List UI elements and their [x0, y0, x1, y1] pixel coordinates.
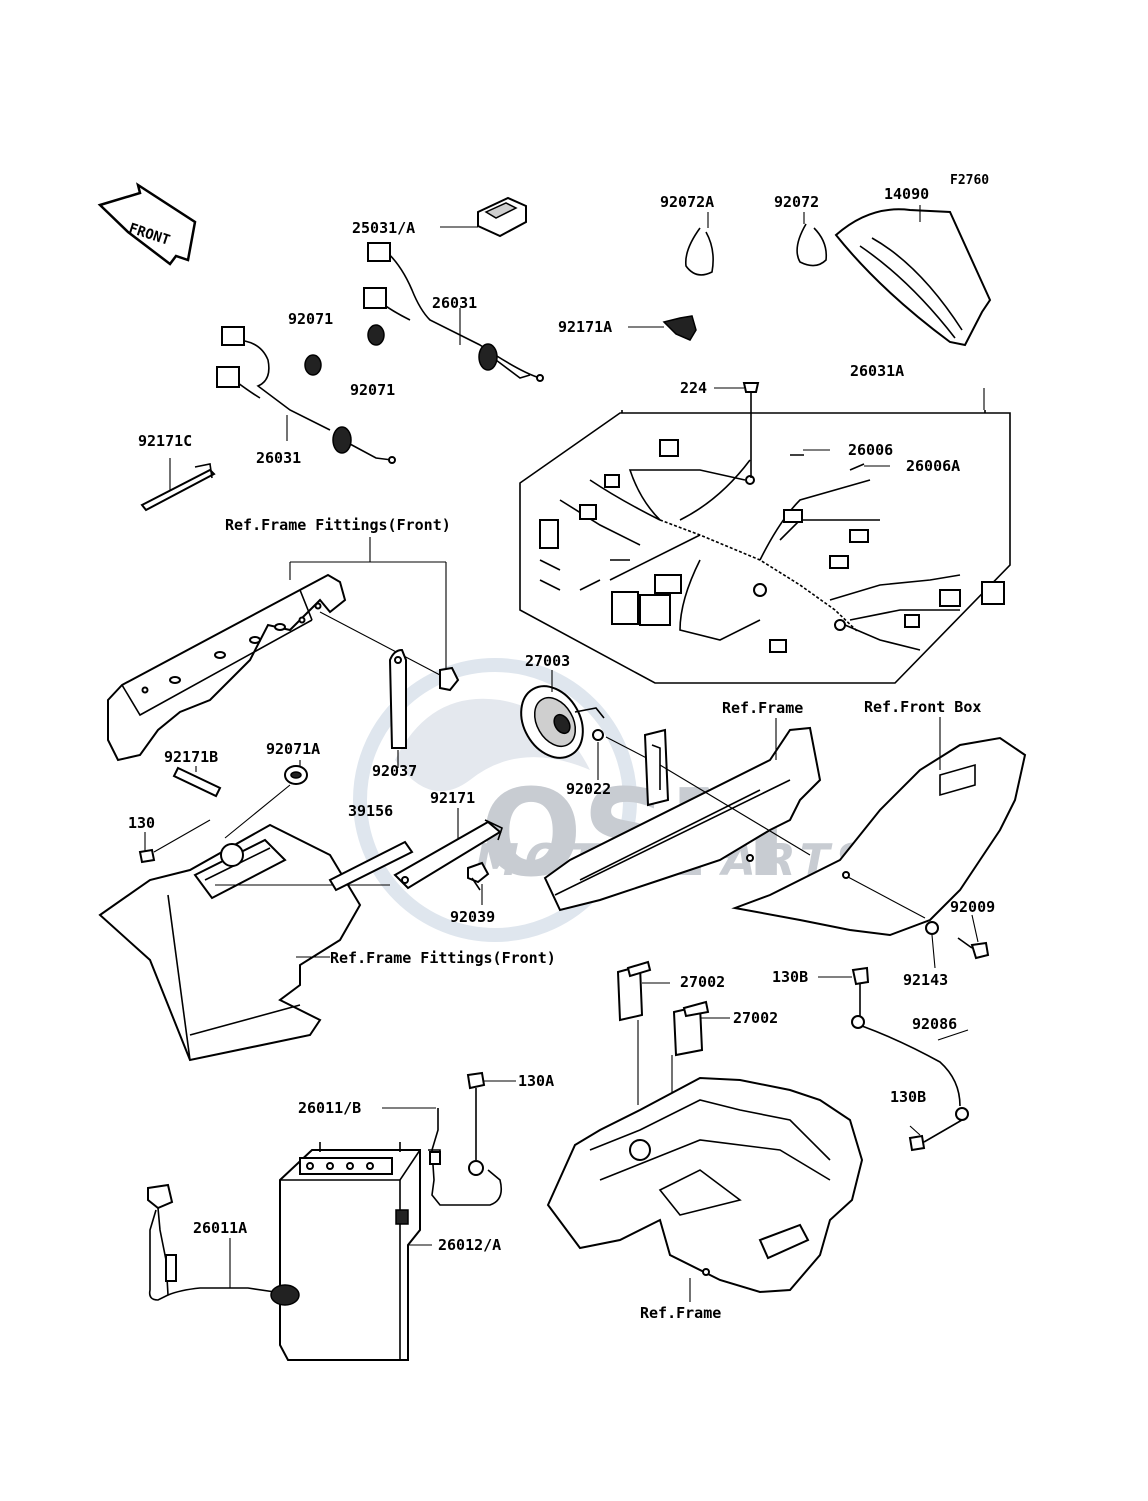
label-92071-upper: 92071 [288, 310, 333, 328]
clip-92039 [467, 861, 490, 891]
label-224: 224 [680, 379, 707, 397]
frame-fittings-lower [98, 823, 390, 1062]
label-27003: 27003 [525, 652, 570, 670]
bolt-92009 [925, 921, 990, 960]
grommet-92071A [224, 765, 308, 839]
clip-top [439, 666, 460, 692]
relays-27002 [616, 960, 710, 1105]
bands [684, 223, 828, 276]
label-130: 130 [128, 814, 155, 832]
label-92009: 92009 [950, 898, 995, 916]
label-ref-frame-fittings-front-upper: Ref.Frame Fittings(Front) [225, 516, 451, 534]
label-26006A: 26006A [906, 457, 960, 475]
frame-lower [546, 1076, 864, 1294]
front-box [731, 736, 1027, 937]
label-39156: 39156 [348, 802, 393, 820]
leader-lines [144, 205, 985, 1302]
label-92171A: 92171A [558, 318, 612, 336]
label-92039: 92039 [450, 908, 495, 926]
main-harness-box [519, 410, 1011, 684]
label-92171: 92171 [430, 789, 475, 807]
label-130A: 130A [518, 1072, 554, 1090]
label-92171C: 92171C [138, 432, 192, 450]
label-26031-lower: 26031 [256, 449, 301, 467]
front-arrow: FRONT [97, 182, 197, 266]
label-92143: 92143 [903, 971, 948, 989]
label-92037: 92037 [372, 762, 417, 780]
label-26031A: 26031A [850, 362, 904, 380]
cable-26011A [147, 1183, 300, 1306]
label-92071A: 92071A [266, 740, 320, 758]
label-ref-frame-lower: Ref.Frame [640, 1304, 721, 1322]
label-27002-upper: 27002 [680, 973, 725, 991]
diagram-code: F2760 [950, 173, 989, 188]
label-26012-A: 26012/A [438, 1236, 501, 1254]
battery [279, 1142, 432, 1361]
label-92022: 92022 [566, 780, 611, 798]
label-ref-front-box: Ref.Front Box [864, 698, 981, 716]
label-26006: 26006 [848, 441, 893, 459]
strap-92037 [388, 648, 407, 749]
cable-92086 [851, 966, 969, 1152]
frame-fittings-upper [107, 573, 441, 762]
label-92072A: 92072A [660, 193, 714, 211]
label-130B-upper: 130B [772, 968, 808, 986]
clip-92171A [662, 315, 697, 341]
part-labels: 25031/A 26031 26031 92071 92071 92171C 9… [128, 185, 995, 1322]
label-26011-B: 26011/B [298, 1099, 361, 1117]
clamp-92171C [140, 463, 216, 512]
label-25031-A: 25031/A [352, 219, 415, 237]
grommets-92071 [304, 324, 385, 376]
cable-26011B [428, 1108, 503, 1206]
horn-27003 [520, 685, 661, 766]
label-92071-lower: 92071 [350, 381, 395, 399]
frame-center [543, 726, 822, 912]
sub-harness-left [216, 326, 396, 464]
label-92171B [172, 766, 222, 798]
plate-39156 [328, 840, 414, 892]
bolt-130A [466, 1071, 486, 1160]
sub-harness-upper [363, 196, 544, 382]
bracket-92171 [393, 819, 503, 890]
horn-bracket [643, 728, 670, 807]
bolt-130 [138, 819, 211, 864]
label-26011A: 26011A [193, 1219, 247, 1237]
label-ref-frame-center: Ref.Frame [722, 699, 803, 717]
bolt-224 [742, 382, 760, 478]
label-ref-frame-fittings-front-lower: Ref.Frame Fittings(Front) [330, 949, 556, 967]
label-92171B: 92171B [164, 748, 218, 766]
label-27002-lower: 27002 [733, 1009, 778, 1027]
cover-14090 [834, 208, 992, 347]
label-92072: 92072 [774, 193, 819, 211]
label-130B-lower: 130B [890, 1088, 926, 1106]
label-14090: 14090 [884, 185, 929, 203]
label-92086: 92086 [912, 1015, 957, 1033]
label-26031-upper: 26031 [432, 294, 477, 312]
